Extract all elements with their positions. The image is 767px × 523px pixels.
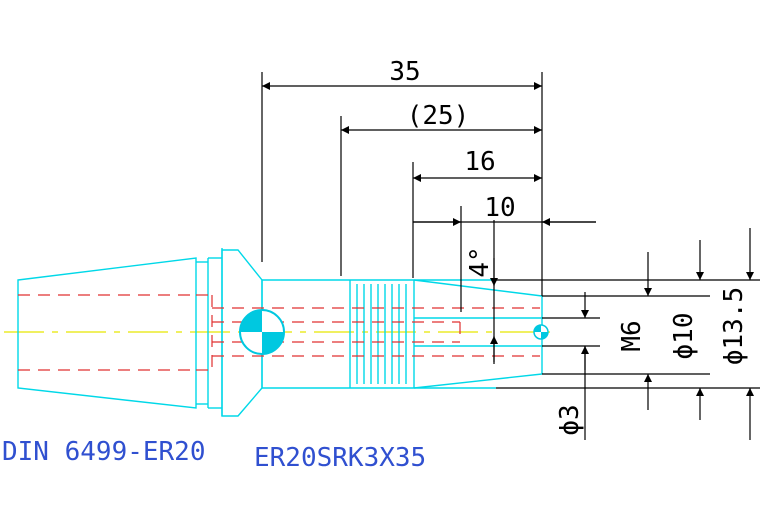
shank-outline bbox=[261, 279, 543, 389]
part-label: ER20SRK3X35 bbox=[254, 443, 426, 473]
dim-dia-13-5: ϕ13.5 bbox=[719, 287, 749, 365]
dim-length-16: 16 bbox=[464, 147, 495, 177]
dimension-lines-top bbox=[261, 72, 596, 364]
dim-overall-length: 35 bbox=[389, 57, 420, 87]
collet-hidden-lines bbox=[18, 294, 213, 371]
centre-mark-left bbox=[239, 309, 285, 355]
dim-dia-10: ϕ10 bbox=[669, 313, 699, 360]
collet-label: DIN 6499-ER20 bbox=[2, 437, 206, 467]
dimension-lines-right bbox=[496, 228, 760, 440]
dim-length-10: 10 bbox=[484, 193, 515, 223]
centre-mark-right bbox=[533, 324, 549, 340]
dim-thread-m6: M6 bbox=[617, 320, 647, 351]
dim-dia-3: ϕ3 bbox=[555, 404, 585, 435]
dim-reference-length: (25) bbox=[407, 101, 470, 131]
dim-taper-angle: 4° bbox=[465, 246, 495, 277]
